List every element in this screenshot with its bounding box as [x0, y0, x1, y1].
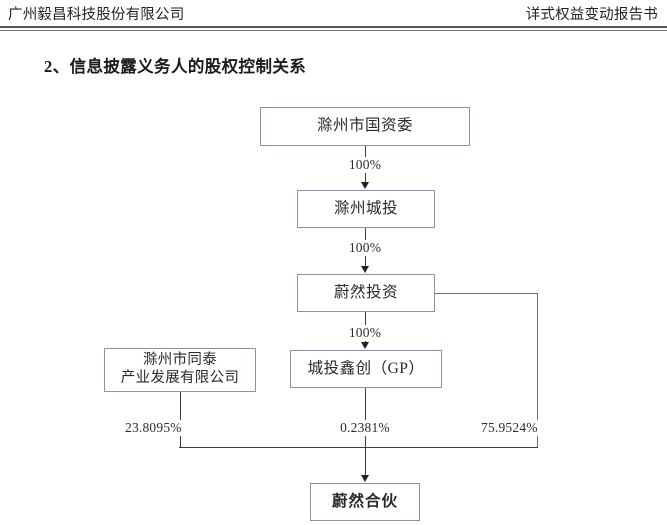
header-company-name: 广州毅昌科技股份有限公司 — [8, 7, 185, 23]
edge-line-partner-bus — [179, 447, 538, 449]
node-weiran-investment: 蔚然投资 — [297, 274, 435, 312]
node-chuzhou-chengtou: 滁州城投 — [297, 190, 435, 228]
edge-line-weiran-branch-vertical — [537, 292, 539, 448]
edge-label-chengtou-to-weiran: 100% — [345, 240, 385, 256]
section-heading: 2、信息披露义务人的股权控制关系 — [44, 53, 306, 77]
edge-arrow-bus-to-partner — [360, 475, 369, 482]
header-rule-thick — [0, 26, 667, 28]
edge-label-weiran-to-xinchuang: 100% — [345, 325, 385, 341]
document-header: 广州毅昌科技股份有限公司 详式权益变动报告书 — [0, 0, 667, 31]
edge-label-xinchuang-to-partner: 0.2381% — [337, 420, 393, 436]
section-number: 2、 — [44, 57, 70, 76]
edge-line-bus-to-partner — [364, 447, 366, 476]
node-chengtou-xinchuang-gp: 城投鑫创（GP） — [290, 350, 442, 388]
edge-line-xinchuang-to-bus — [364, 388, 366, 448]
edge-line-weiran-branch-horizontal — [435, 292, 538, 294]
edge-arrow-sasac-to-chengtou — [360, 182, 369, 189]
edge-label-sasac-to-chengtou: 100% — [345, 157, 385, 173]
edge-label-weiran-to-partner: 75.9524% — [478, 420, 541, 436]
edge-arrow-weiran-to-xinchuang — [360, 342, 369, 349]
header-document-title: 详式权益变动报告书 — [525, 7, 658, 23]
node-weiran-partnership: 蔚然合伙 — [310, 483, 420, 521]
edge-label-tongtai-to-partner: 23.8095% — [122, 420, 185, 436]
node-chuzhou-sasac: 滁州市国资委 — [260, 107, 470, 146]
node-chuzhou-tongtai: 滁州市同泰 产业发展有限公司 — [104, 348, 256, 392]
node-tongtai-line1: 滁州市同泰 — [143, 352, 217, 369]
edge-arrow-chengtou-to-weiran — [360, 266, 369, 273]
header-rule-thin — [0, 29, 667, 31]
section-title: 信息披露义务人的股权控制关系 — [69, 57, 307, 76]
node-tongtai-line2: 产业发展有限公司 — [120, 370, 240, 386]
